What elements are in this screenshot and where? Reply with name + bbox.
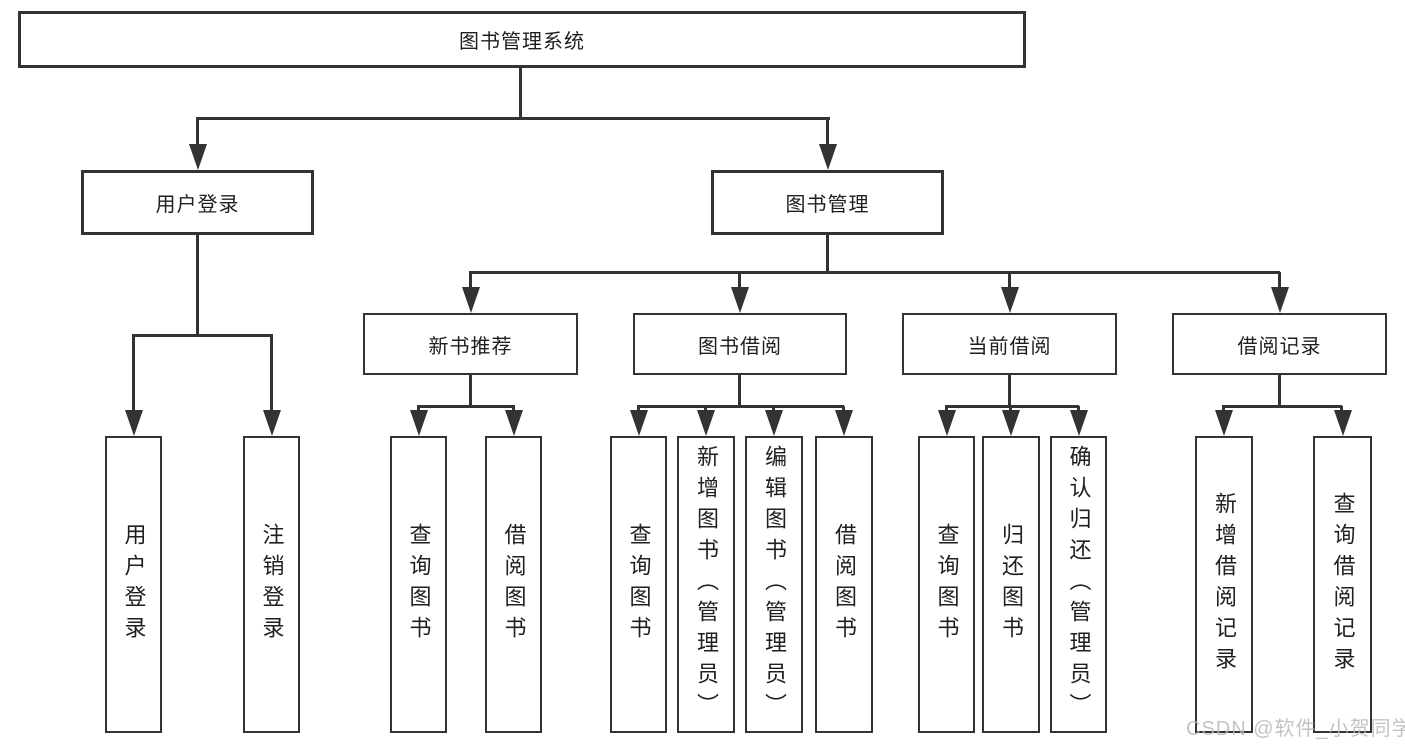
leaf-user-login: 用户登录 [105,436,162,733]
connector-line [196,118,199,148]
leaf-borrow-books-recommend: 借阅图书 [485,436,542,733]
leaf-label: 借阅图书 [501,522,527,647]
node-current-borrowing: 当前借阅 [902,313,1117,375]
arrow-down-icon [505,410,523,436]
leaf-label: 确认归还（管理员） [1066,445,1092,724]
node-user-login: 用户登录 [81,170,314,235]
connector-line [738,272,741,290]
connector-line [826,118,829,148]
node-label: 借阅记录 [1237,335,1322,358]
node-label: 图书借阅 [698,335,782,358]
connector-line [637,405,844,408]
connector-line [196,117,830,120]
leaf-label: 新增借阅记录 [1212,491,1237,678]
leaf-query-books-borrowing: 查询图书 [610,436,667,733]
arrow-down-icon [1070,410,1088,436]
node-book-management: 图书管理 [711,170,944,235]
leaf-label: 归还图书 [999,522,1024,647]
node-label: 新书推荐 [428,335,513,358]
node-borrowing-records: 借阅记录 [1172,313,1387,375]
connector-line [469,272,472,290]
leaf-return-books: 归还图书 [982,436,1040,733]
leaf-add-borrow-record: 新增借阅记录 [1195,436,1253,733]
arrow-down-icon [1002,410,1020,436]
connector-line [196,235,199,336]
leaf-label: 新增图书（管理员） [694,445,719,724]
arrow-down-icon [630,410,648,436]
connector-line [1008,272,1011,290]
leaf-label: 用户登录 [121,522,147,647]
arrow-down-icon [462,287,480,313]
arrow-down-icon [263,410,281,436]
connector-line [469,271,1280,274]
node-label: 当前借阅 [967,335,1052,358]
node-label: 图书管理系统 [459,31,585,53]
arrow-down-icon [1215,410,1233,436]
connector-line [1222,405,1342,408]
arrow-down-icon [938,410,956,436]
node-new-book-recommendation: 新书推荐 [363,313,578,375]
leaf-label: 查询借阅记录 [1330,491,1356,678]
leaf-label: 编辑图书（管理员） [762,445,787,724]
arrow-down-icon [125,410,143,436]
node-label: 图书管理 [785,194,870,216]
connector-line [519,68,522,119]
node-root-book-management-system: 图书管理系统 [18,11,1026,68]
leaf-confirm-return-admin: 确认归还（管理员） [1050,436,1107,733]
connector-line [738,375,741,407]
leaf-label: 查询图书 [626,522,652,647]
leaf-label: 注销登录 [259,522,285,647]
connector-line [469,375,472,407]
leaf-query-books-recommend: 查询图书 [390,436,447,733]
arrow-down-icon [189,144,207,170]
leaf-label: 借阅图书 [832,522,857,647]
arrow-down-icon [731,287,749,313]
leaf-edit-books-admin: 编辑图书（管理员） [745,436,803,733]
arrow-down-icon [765,410,783,436]
leaf-query-borrow-record: 查询借阅记录 [1313,436,1372,733]
arrow-down-icon [1334,410,1352,436]
node-label: 用户登录 [155,194,240,216]
arrow-down-icon [835,410,853,436]
arrow-down-icon [1001,287,1019,313]
arrow-down-icon [1271,287,1289,313]
leaf-logout: 注销登录 [243,436,300,733]
connector-line [270,335,273,412]
leaf-label: 查询图书 [934,522,960,647]
connector-line [826,235,829,273]
arrow-down-icon [697,410,715,436]
connector-line [1008,375,1011,407]
arrow-down-icon [410,410,428,436]
connector-line [132,335,135,412]
leaf-query-books-current: 查询图书 [918,436,975,733]
connector-line [132,334,273,337]
csdn-watermark: CSDN @软件_小贺同学 [1186,718,1405,740]
leaf-borrow-books-borrowing: 借阅图书 [815,436,873,733]
connector-line [1278,272,1281,290]
arrow-down-icon [819,144,837,170]
connector-line [417,405,515,408]
leaf-add-books-admin: 新增图书（管理员） [677,436,735,733]
node-book-borrowing: 图书借阅 [633,313,847,375]
connector-line [945,405,1079,408]
connector-line [1278,375,1281,407]
leaf-label: 查询图书 [406,522,432,647]
